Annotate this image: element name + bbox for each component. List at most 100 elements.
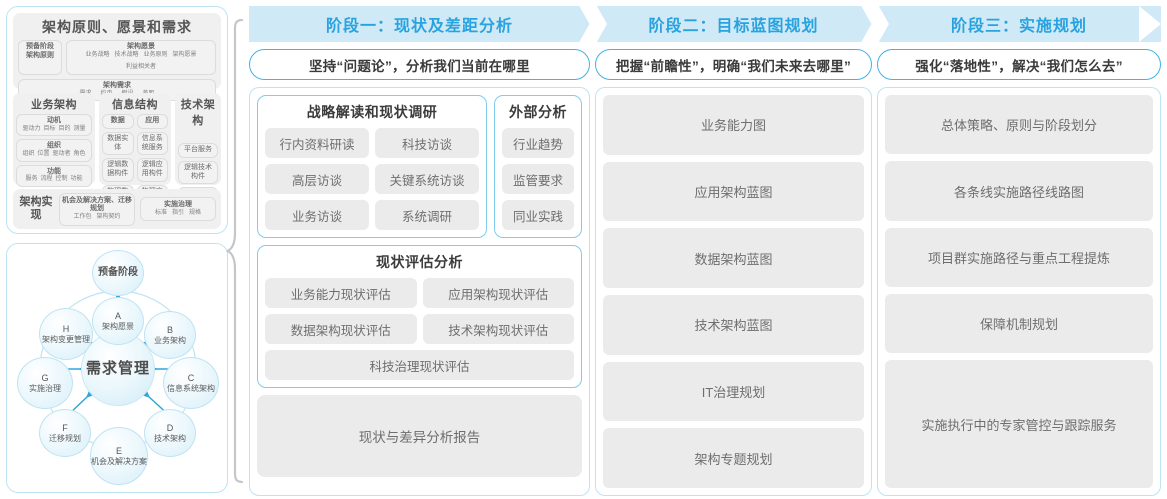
is-cell-logical-app[interactable]: 逻辑应用构件 (136, 158, 168, 182)
adm-preliminary-label: 预备阶段 (98, 267, 138, 279)
adm-node-key: B (166, 325, 173, 336)
adm-node-f[interactable]: F 迁移规划 (39, 409, 91, 457)
preliminary-cell[interactable]: 预备阶段 架构原则 (18, 40, 62, 75)
adm-node-h[interactable]: H 架构变更管理 (39, 308, 93, 360)
pill-item[interactable]: 科技治理现状评估 (265, 350, 574, 380)
pill-item[interactable]: 保障机制规划 (885, 294, 1153, 354)
framework-implementation-section: 架构实现 机会及解决方案、迁移规划 工作包 架构契约 实施治理 标准 指引 规格 (13, 189, 221, 229)
ba-term: 服务 (25, 176, 38, 183)
architecture-framework-panel: 架构原则、愿景和需求 预备阶段 架构原则 架构愿景 业务战略 技术战略 业务原则… (6, 6, 228, 234)
ba-cell-organization[interactable]: 组织 组织 位置 驱动者 角色 (16, 139, 92, 162)
pill-item[interactable]: 各条线实施路径线路图 (885, 161, 1153, 221)
pill-item[interactable]: 高层访谈 (265, 164, 369, 194)
pill-item[interactable]: 应用架构蓝图 (603, 161, 864, 222)
is-cell-data[interactable]: 数据 (102, 114, 134, 129)
adm-node-e[interactable]: E 机会及解决方案 (90, 427, 148, 485)
ba-cell-title: 动机 (47, 117, 61, 124)
group-title: 现状评估分析 (376, 254, 463, 270)
pill-item[interactable]: 业务能力图 (603, 95, 864, 155)
business-architecture-header: 业务架构 (31, 99, 77, 111)
brace-icon (226, 18, 244, 484)
phase-3: 阶段三：实施规划 强化“落地性”，解决“我们怎么去” 总体策略、原则与阶段划分 … (877, 6, 1161, 496)
is-cell-info-system-service[interactable]: 信息系统服务 (136, 131, 168, 156)
pill-item[interactable]: 关键系统访谈 (375, 164, 479, 194)
framework-title: 架构原则、愿景和需求 (42, 19, 192, 35)
group-title: 战略解读和现状调研 (306, 104, 438, 120)
adm-center-label: 需求管理 (85, 359, 150, 377)
is-cell-title: 逻辑数据构件 (107, 161, 129, 177)
group-external-analysis: 外部分析 行业趋势 监管要求 同业实践 (494, 95, 582, 238)
group-title: 外部分析 (509, 104, 567, 120)
information-structure-column: 信息结构 数据 数据实体 逻辑数据构件 (99, 93, 171, 209)
pill-item[interactable]: 项目群实施路径与重点工程提炼 (885, 227, 1153, 288)
adm-node-key: E (115, 446, 122, 457)
adm-node-label: 架构变更管理 (42, 334, 90, 344)
adm-node-preliminary[interactable]: 预备阶段 (92, 250, 144, 296)
pill-item[interactable]: 数据架构蓝图 (603, 228, 864, 289)
ta-cell-title: 逻辑技术构件 (184, 163, 212, 180)
ba-term: 目的 (58, 125, 71, 132)
ba-cell-function[interactable]: 功能 服务 流程 控制 功能 (16, 164, 92, 187)
ba-term: 驱动者 (52, 151, 71, 157)
business-architecture-column: 业务架构 动机 驱动力 目标 目的 测量 组织 (13, 93, 95, 187)
pill-item[interactable]: 系统调研 (375, 200, 479, 230)
ba-term: 位置 (37, 151, 50, 157)
is-cell-application[interactable]: 应用 (136, 114, 168, 129)
adm-node-g[interactable]: G 实施治理 (17, 357, 73, 409)
preliminary-line1: 预备阶段 (26, 43, 54, 50)
is-cell-logical-data[interactable]: 逻辑数据构件 (102, 158, 134, 182)
pill-item[interactable]: 总体策略、原则与阶段划分 (885, 95, 1153, 155)
adm-node-key: F (62, 423, 68, 434)
adm-node-key: C (187, 373, 195, 384)
adm-node-a[interactable]: A 架构愿景 (92, 297, 144, 345)
ta-cell-platform-service[interactable]: 平台服务 (178, 143, 218, 158)
grouping-brace (226, 18, 248, 484)
vision-term: 业务战略 (85, 51, 110, 58)
phase-1-report[interactable]: 现状与差异分析报告 (257, 395, 582, 477)
pill-item[interactable]: 行业趋势 (502, 128, 574, 158)
phase-2: 阶段二：目标蓝图规划 把握“前瞻性”，明确“我们未来去哪里” 业务能力图 应用架… (595, 6, 872, 496)
framework-domain-columns: 业务架构 动机 驱动力 目标 目的 测量 组织 (13, 93, 221, 211)
prep-vision-row: 预备阶段 架构原则 架构愿景 业务战略 技术战略 业务原则 架构愿景 利益相关者 (18, 40, 216, 75)
pill-item[interactable]: 技术架构现状评估 (422, 314, 574, 344)
adm-node-key: A (114, 311, 121, 322)
pill-item[interactable]: 架构专题规划 (603, 428, 864, 489)
vision-cell[interactable]: 架构愿景 业务战略 技术战略 业务原则 架构愿景 利益相关者 (66, 40, 216, 75)
pill-item[interactable]: 同业实践 (502, 200, 574, 230)
implementation-cell-opportunity[interactable]: 机会及解决方案、迁移规划 工作包 架构契约 (59, 192, 135, 226)
impl-cell-title: 机会及解决方案、迁移规划 (62, 196, 132, 213)
vision-title: 架构愿景 (127, 43, 155, 50)
pill-item[interactable]: 业务能力现状评估 (265, 278, 417, 308)
vision-term: 业务原则 (143, 51, 168, 58)
left-column: 架构原则、愿景和需求 预备阶段 架构原则 架构愿景 业务战略 技术战略 业务原则… (6, 6, 228, 493)
pill-item[interactable]: 技术架构蓝图 (603, 295, 864, 355)
pill-item[interactable]: 数据架构现状评估 (265, 314, 417, 344)
phase-3-title: 阶段三：实施规划 (950, 18, 1087, 35)
pill-item[interactable]: 行内资料研读 (265, 128, 369, 158)
pill-item[interactable]: IT治理规划 (603, 361, 864, 422)
phase-1-row-research: 战略解读和现状调研 行内资料研读 科技访谈 高层访谈 关键系统访谈 业务访谈 系… (257, 95, 582, 238)
ba-cell-motivation[interactable]: 动机 驱动力 目标 目的 测量 (16, 114, 92, 137)
pill-item[interactable]: 科技访谈 (375, 128, 479, 158)
adm-node-b[interactable]: B 业务架构 (144, 311, 196, 359)
impl-term: 规格 (189, 209, 202, 216)
is-cell-data-entity[interactable]: 数据实体 (102, 131, 134, 156)
adm-node-label: 架构愿景 (102, 321, 134, 331)
adm-node-c[interactable]: C 信息系统架构 (163, 357, 219, 409)
phase-1-title: 阶段一：现状及差距分析 (325, 18, 513, 35)
phase-1-caption: 坚持“问题论”，分析我们当前在哪里 (249, 49, 590, 80)
adm-node-d[interactable]: D 技术架构 (144, 409, 196, 457)
implementation-cell-governance[interactable]: 实施治理 标准 指引 规格 (140, 196, 216, 222)
ta-cell-logical-tech[interactable]: 逻辑技术构件 (178, 160, 218, 185)
pill-item[interactable]: 实施执行中的专家管控与跟踪服务 (885, 360, 1153, 488)
ba-term: 组织 (22, 151, 35, 157)
adm-wheel-panel: 需求管理 预备阶段 A 架构愿景 B 业务架构 C 信息系统架构 (6, 243, 228, 493)
pill-item[interactable]: 业务访谈 (265, 200, 369, 230)
impl-term: 标准 (154, 209, 167, 216)
pill-item[interactable]: 应用架构现状评估 (422, 278, 574, 308)
is-cell-title: 信息系统服务 (141, 134, 163, 151)
group-items: 业务能力现状评估 应用架构现状评估 数据架构现状评估 技术架构现状评估 科技治理… (265, 278, 574, 380)
pill-item[interactable]: 监管要求 (502, 164, 574, 194)
is-cell-title: 应用 (145, 117, 160, 124)
